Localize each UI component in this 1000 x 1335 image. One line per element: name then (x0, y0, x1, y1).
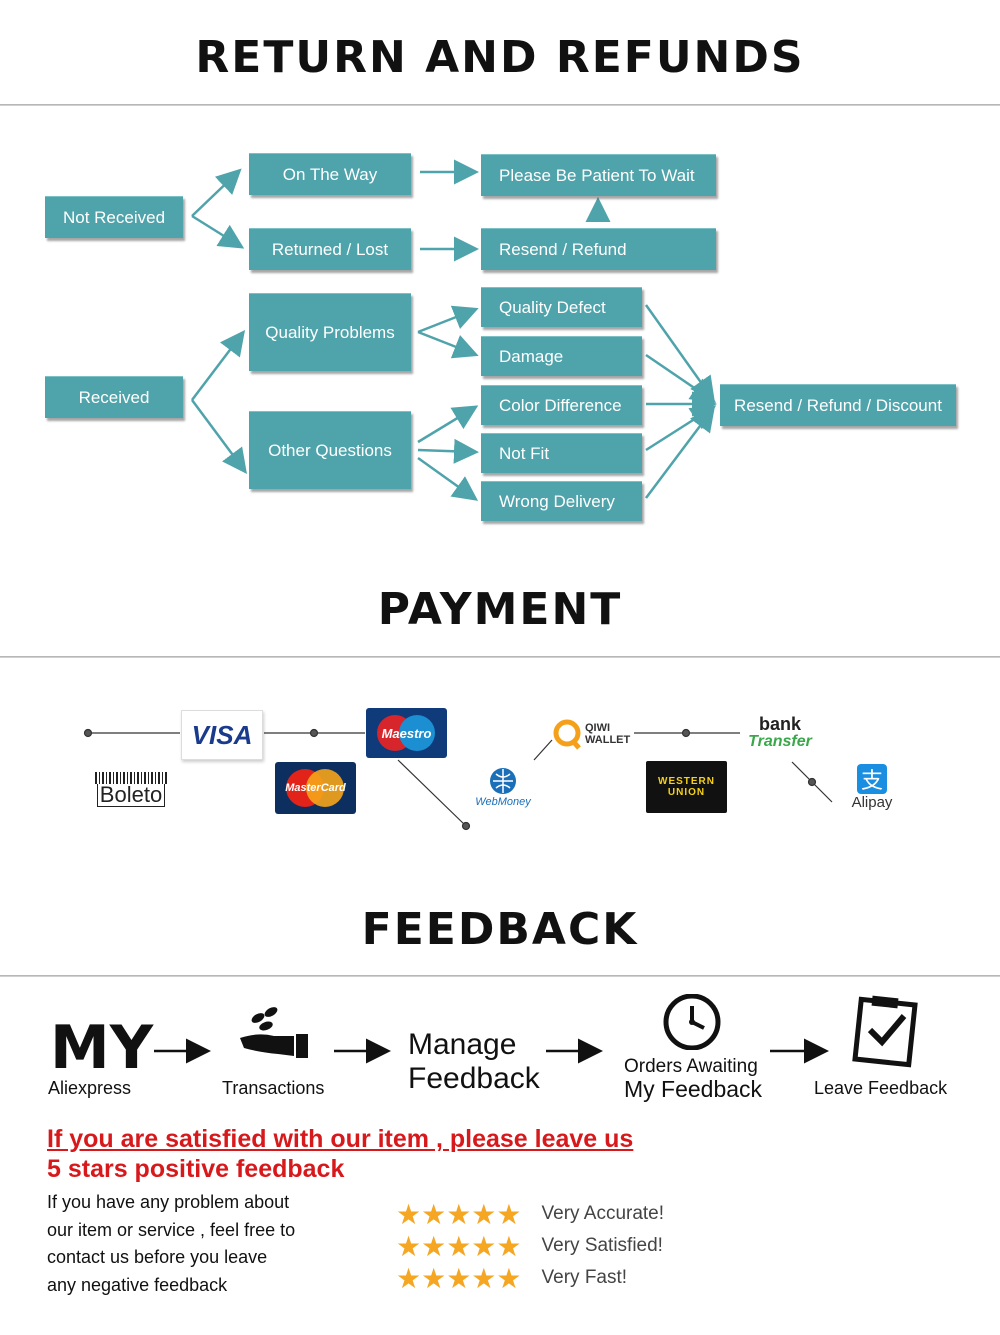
returns-divider (0, 104, 1000, 106)
arrow-notreceived-returned (191, 214, 245, 249)
leave-feedback-label: Leave Feedback (814, 1078, 948, 1098)
box-returned-lost: Returned / Lost (249, 228, 411, 270)
rating-label: Very Satisfied! (541, 1235, 663, 1256)
maestro-circles-icon (377, 715, 435, 751)
box-other-questions: Other Questions (249, 411, 411, 489)
arrow-received-quality (191, 330, 246, 401)
box-resend-refund-discount: Resend / Refund / Discount (720, 384, 956, 426)
arrow-other-notfit (417, 438, 479, 464)
orders-awaiting-label: Orders Awaiting My Feedback (624, 1056, 763, 1102)
arrow-quality-defect (417, 305, 479, 334)
rating-label: Very Fast! (541, 1267, 628, 1288)
hand-coins-icon (240, 1007, 308, 1058)
feedback-headline: If you are satisfied with our item , ple… (47, 1124, 633, 1184)
boleto-logo: Boleto (93, 770, 169, 808)
body-line2: our item or service , feel free to (47, 1219, 296, 1240)
rating-row: ★★★★★ Very Accurate! (396, 1198, 664, 1230)
box-on-the-way: On The Way (249, 153, 411, 195)
feedback-body-text: If you have any problem about our item o… (47, 1189, 295, 1299)
arrow-wrong-final (645, 406, 715, 499)
returns-flow-arrows (190, 159, 717, 501)
payment-connector-lines (83, 728, 833, 831)
alipay-icon: 支 (857, 763, 887, 794)
transactions-label: Transactions (222, 1078, 325, 1098)
visa-logo: VISA (181, 710, 263, 760)
bank-transfer-logo: bank Transfer (748, 714, 812, 750)
orders-line1: Orders Awaiting (624, 1056, 758, 1077)
aliexpress-label: Aliexpress (48, 1078, 132, 1098)
arrow-quality-damage (417, 330, 479, 359)
returns-title: RETURN AND REFUNDS (195, 32, 805, 83)
globe-icon (490, 768, 516, 794)
payment-divider (0, 656, 1000, 658)
stars-icon: ★★★★★ (396, 1262, 522, 1294)
barcode-icon (95, 771, 167, 784)
box-not-received: Not Received (45, 196, 183, 238)
body-line4: any negative feedback (47, 1274, 228, 1295)
rating-row: ★★★★★ Very Fast! (396, 1262, 664, 1294)
mastercard-circles-icon (286, 769, 344, 807)
maestro-logo: Maestro (366, 708, 447, 758)
western-union-logo: WESTERN UNION (646, 761, 727, 813)
box-quality-problems: Quality Problems (249, 293, 411, 371)
mastercard-logo: MasterCard (275, 762, 356, 814)
payment-title: PAYMENT (377, 584, 623, 635)
box-please-wait: Please Be Patient To Wait (481, 154, 716, 196)
arrow-notreceived-ontheway (191, 168, 242, 217)
alipay-logo: 支 Alipay (842, 760, 902, 814)
arrow-received-other (190, 399, 247, 475)
feedback-divider (0, 975, 1000, 977)
orders-line2: My Feedback (624, 1076, 763, 1102)
headline-line1: If you are satisfied with our item , ple… (47, 1125, 634, 1153)
headline-line2: 5 stars positive feedback (47, 1155, 345, 1183)
ratings-list: ★★★★★ Very Accurate! ★★★★★ Very Satisfie… (396, 1198, 664, 1294)
rating-row: ★★★★★ Very Satisfied! (396, 1230, 664, 1262)
box-not-fit: Not Fit (481, 433, 642, 473)
my-label: MY (50, 1013, 154, 1083)
box-wrong-delivery: Wrong Delivery (481, 481, 642, 521)
manage-feedback-label: Manage Feedback (408, 1028, 540, 1096)
arrow-other-color (417, 405, 479, 444)
clock-icon (663, 994, 721, 1050)
qiwi-wallet-logo: QIWI WALLET (552, 710, 634, 758)
stars-icon: ★★★★★ (396, 1230, 522, 1262)
box-color-difference: Color Difference (481, 385, 642, 425)
manage-line1: Manage (408, 1028, 517, 1061)
feedback-title: FEEDBACK (361, 904, 639, 955)
qiwi-icon (553, 719, 581, 750)
stars-icon: ★★★★★ (396, 1198, 522, 1230)
webmoney-logo: WebMoney (463, 760, 543, 814)
box-received: Received (45, 376, 183, 418)
box-quality-defect: Quality Defect (481, 287, 642, 327)
body-line1: If you have any problem about (47, 1192, 290, 1212)
rating-label: Very Accurate! (541, 1203, 665, 1224)
body-line3: contact us before you leave (47, 1247, 268, 1267)
feedback-step-arrows (154, 1038, 829, 1064)
box-damage: Damage (481, 336, 642, 376)
manage-line2: Feedback (408, 1062, 540, 1095)
box-resend-refund: Resend / Refund (481, 228, 716, 270)
clipboard-check-icon (852, 995, 918, 1068)
arrow-other-wrong (417, 456, 479, 501)
